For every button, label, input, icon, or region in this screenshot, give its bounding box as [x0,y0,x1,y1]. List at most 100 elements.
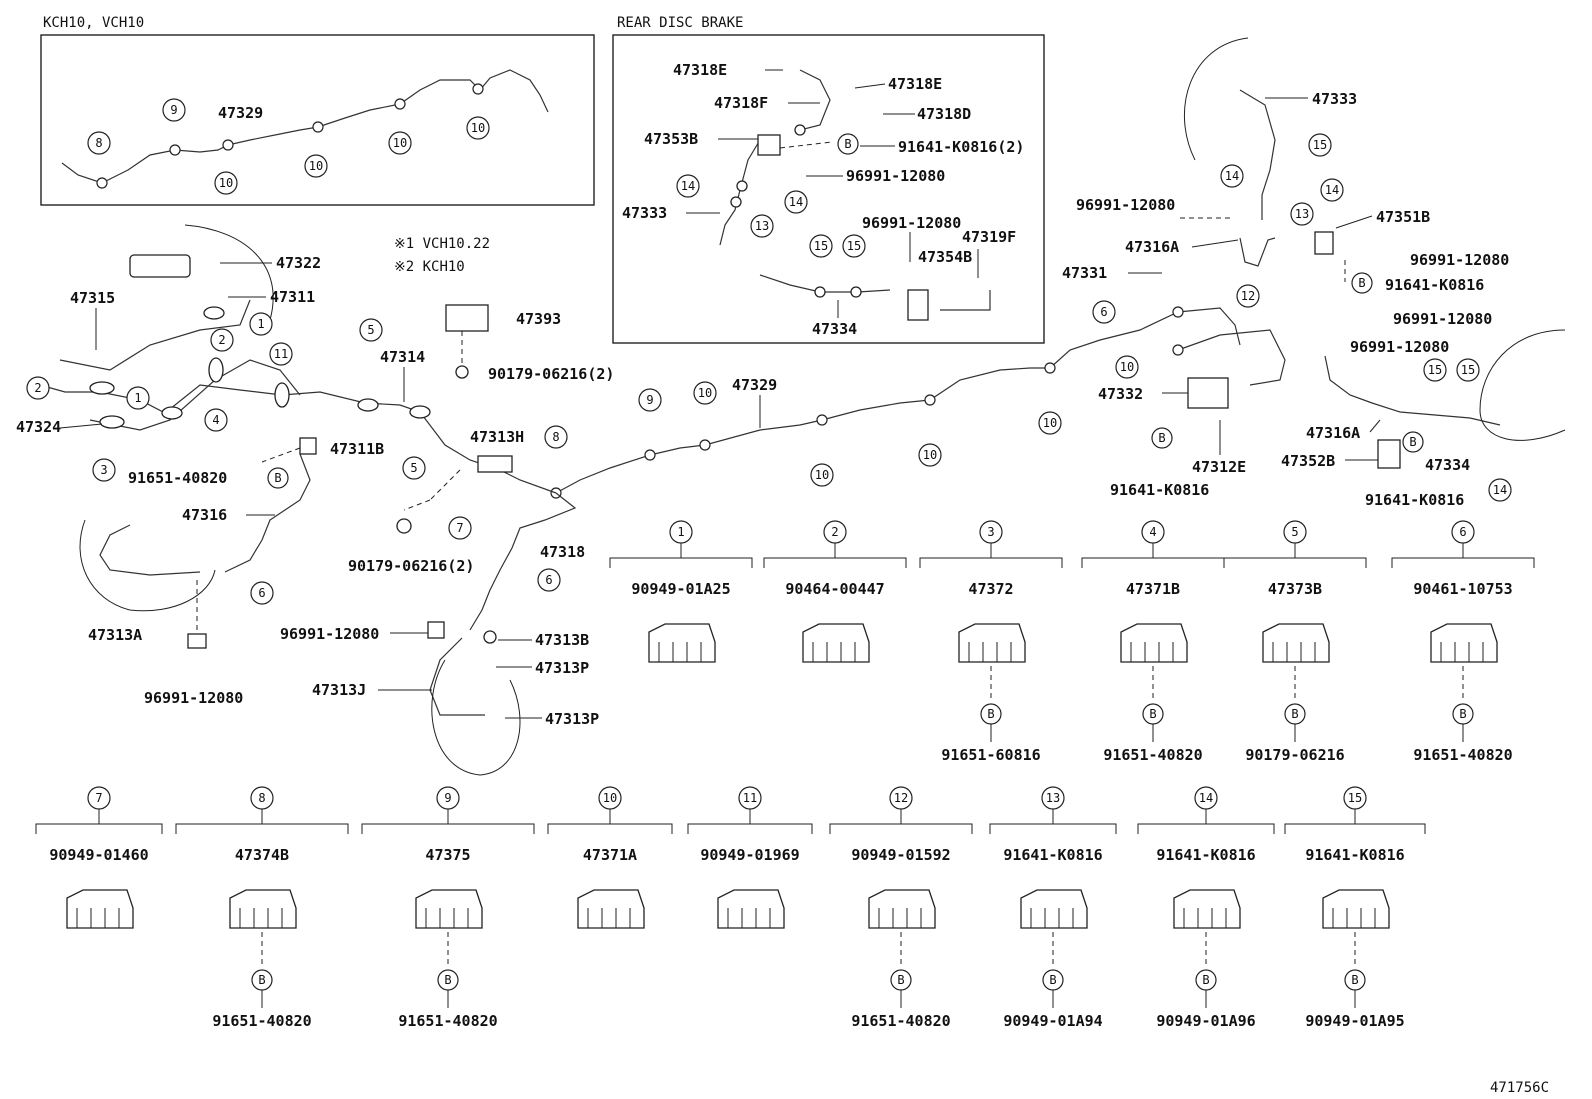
callout-number-4: 4 [204,408,228,432]
label-47318E-b: 47318E [888,75,942,93]
label-47313P-b: 47313P [545,710,599,728]
detail-bolt-part-number: 91651-40820 [851,1012,950,1030]
detail-clip-drawing [868,889,936,929]
master-cylinder-body [129,254,191,278]
svg-text:12: 12 [1241,289,1255,303]
detail-bolt-part-number: 90949-01A94 [1003,1012,1102,1030]
svg-text:B: B [987,707,994,721]
svg-text:B: B [1158,431,1165,445]
svg-text:10: 10 [1043,416,1057,430]
callout-number-2: 2 [210,328,234,352]
svg-text:5: 5 [1291,525,1298,539]
svg-text:13: 13 [755,219,769,233]
rear-disc-clip-a [736,180,748,192]
label-47324: 47324 [16,418,61,436]
detail-clip-drawing [577,889,645,929]
svg-text:15: 15 [1313,138,1327,152]
callout-number-15: 15 [1423,358,1447,382]
callout-number-10: 10 [693,381,717,405]
label-96991-12080-f: 96991-12080 [280,625,379,643]
svg-text:7: 7 [456,521,463,535]
detail-part-number: 90464-00447 [785,580,884,598]
left-tube-bundle-b [59,299,251,371]
detail-number-10: 10 [598,786,622,810]
svg-text:6: 6 [258,586,265,600]
svg-text:6: 6 [1459,525,1466,539]
hose-47313A [99,524,201,576]
master-cylinder-arc [184,224,274,321]
callout-number-10: 10 [810,463,834,487]
callout-number-6: 6 [250,581,274,605]
svg-text:B: B [844,137,851,151]
svg-text:10: 10 [393,136,407,150]
svg-text:15: 15 [1461,363,1475,377]
svg-text:8: 8 [95,136,102,150]
detail-bolt-part-number: 91651-40820 [1103,746,1202,764]
callout-number-9: 9 [638,388,662,412]
svg-text:B: B [1049,973,1056,987]
callout-number-5: 5 [402,456,426,480]
detail-bolt-part-number: 91651-60816 [941,746,1040,764]
label-47334-rear: 47334 [812,320,857,338]
bracket-47351B [1314,231,1334,255]
detail-clip-drawing [648,623,716,663]
detail-number-4: 4 [1141,520,1165,544]
rear-disc-clip-b [730,196,742,208]
svg-text:9: 9 [170,103,177,117]
detail-b-marker: B [1284,703,1306,725]
callout-number-14: 14 [676,174,700,198]
rear-disc-hose [799,69,831,131]
svg-text:5: 5 [410,461,417,475]
label-47318E-a: 47318E [673,61,727,79]
detail-part-number: 90949-01A25 [631,580,730,598]
svg-text:4: 4 [1149,525,1156,539]
right-hose-47316A-a [1239,237,1276,267]
callout-number-10: 10 [214,171,238,195]
svg-text:9: 9 [444,791,451,805]
label-47351B: 47351B [1376,208,1430,226]
detail-part-number: 90461-10753 [1413,580,1512,598]
svg-text:10: 10 [698,386,712,400]
label-47315: 47315 [70,289,115,307]
svg-text:13: 13 [1295,207,1309,221]
callout-number-3: 3 [92,458,116,482]
label-47352B: 47352B [1281,452,1335,470]
detail-part-number: 47372 [968,580,1013,598]
left-leaders [59,262,272,429]
svg-text:10: 10 [309,159,323,173]
detail-b-marker: B [980,703,1002,725]
detail-number-1: 1 [669,520,693,544]
label-47314: 47314 [380,348,425,366]
svg-text:2: 2 [218,333,225,347]
svg-text:B: B [1409,435,1416,449]
nut-90179-a [455,365,469,379]
label-47313A: 47313A [88,626,142,644]
lower-hose-leaders [378,639,542,719]
rear-disc-bracket-b [907,289,929,321]
callout-number-2: 2 [26,376,50,400]
leader-dash-e [429,469,461,501]
callout-number-15: 15 [842,234,866,258]
svg-text:11: 11 [274,347,288,361]
diagram-id: 471756C [1490,1080,1549,1096]
label-47318D: 47318D [917,105,971,123]
svg-text:13: 13 [1046,791,1060,805]
rear-disc-clip-c [814,286,826,298]
callout-number-12: 12 [1236,284,1260,308]
svg-text:B: B [444,973,451,987]
clip-96991-f [427,621,445,639]
callout-number-1: 1 [126,386,150,410]
rear-inset-leaders [686,69,979,318]
detail-b-marker: B [437,969,459,991]
label-90179-06216-2a: 90179-06216(2) [488,365,614,383]
callout-number-8: 8 [87,131,111,155]
rear-disc-clip-d [850,286,862,298]
callout-number-14: 14 [1320,178,1344,202]
svg-text:B: B [274,471,281,485]
detail-number-15: 15 [1343,786,1367,810]
